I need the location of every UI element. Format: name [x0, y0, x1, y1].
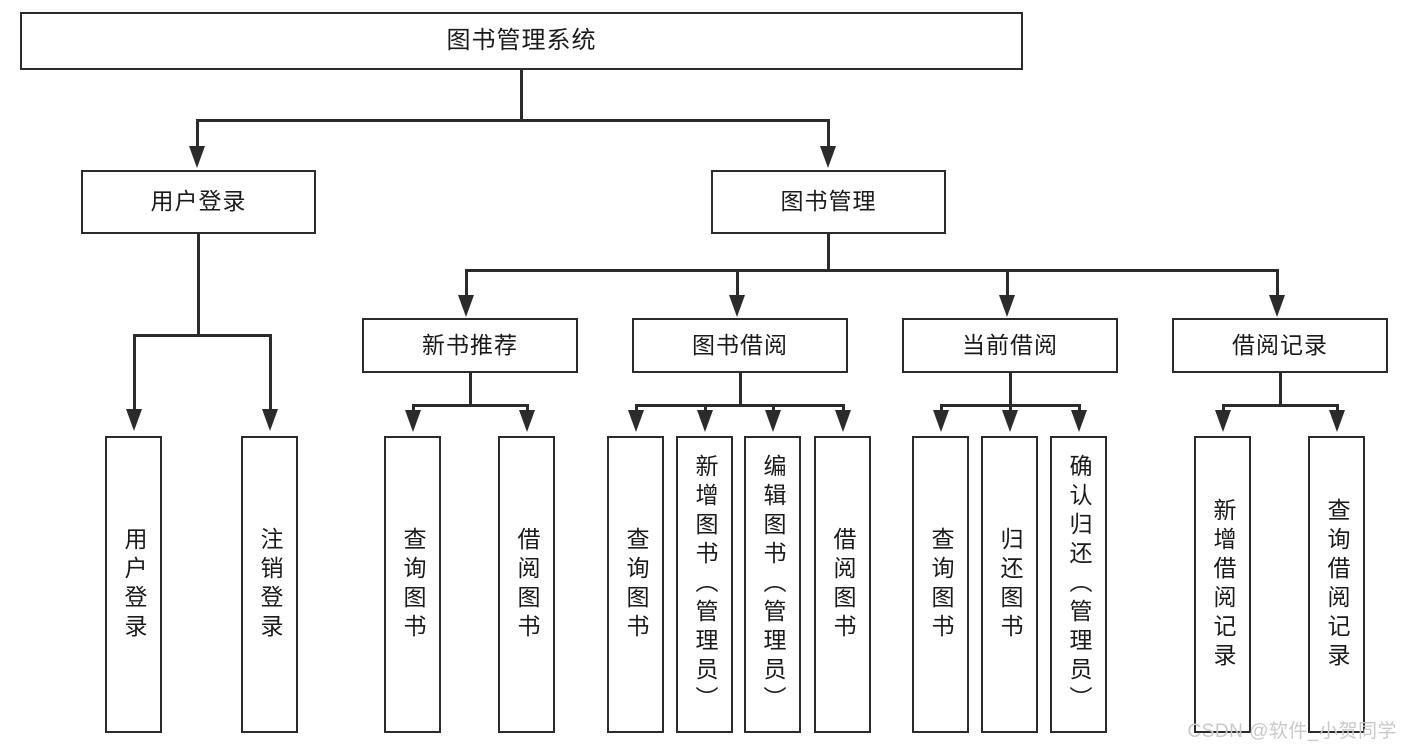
connector-new-book-bus [412, 404, 528, 407]
connector-current-borrow-stem [1009, 373, 1012, 406]
leaf-label: 确认归还（管理员） [1066, 454, 1092, 715]
connector-user-login-bus [133, 334, 271, 337]
arrow-bm-to-new-book [458, 295, 474, 317]
arrow-br-to-leaf-2 [1329, 410, 1345, 432]
arrow-user-login-to-leaf-2 [262, 409, 278, 431]
arrow-bm-to-book-borrow [729, 295, 745, 317]
arrow-bb-to-leaf-2 [697, 410, 713, 432]
connector-bm-to-current-borrow [1006, 269, 1009, 300]
connector-user-login-to-leaf-2 [269, 334, 272, 414]
connector-br-to-leaf-1 [1222, 404, 1225, 415]
connector-br-to-leaf-2 [1336, 404, 1339, 415]
leaf-add-book-admin[interactable]: 新增图书（管理员） [676, 436, 733, 733]
connector-root-to-book-management [827, 119, 830, 152]
leaf-query-book-current[interactable]: 查询图书 [912, 436, 969, 733]
arrow-bb-to-leaf-1 [628, 410, 644, 432]
arrow-cb-to-leaf-1 [933, 410, 949, 432]
leaf-label: 用户登录 [121, 526, 147, 643]
leaf-label: 查询借阅记录 [1324, 497, 1350, 672]
connector-newbook-to-leaf-2 [526, 404, 529, 415]
connector-bm-to-borrow-record [1276, 269, 1279, 300]
leaf-label: 注销登录 [257, 526, 283, 643]
arrow-newbook-to-leaf-1 [405, 410, 421, 432]
connector-bb-to-leaf-2 [704, 404, 707, 415]
connector-book-borrow-stem [739, 373, 742, 406]
arrow-cb-to-leaf-2 [1002, 410, 1018, 432]
leaf-label: 查询图书 [928, 526, 954, 643]
connector-borrow-record-stem [1279, 373, 1282, 406]
leaf-query-book-recommend[interactable]: 查询图书 [384, 436, 441, 733]
connector-user-login-to-leaf-1 [133, 334, 136, 414]
leaf-label: 新增借阅记录 [1210, 497, 1236, 672]
arrow-br-to-leaf-1 [1215, 410, 1231, 432]
connector-bm-to-new-book [465, 269, 468, 300]
arrow-user-login-to-leaf-1 [126, 409, 142, 431]
leaf-edit-book-admin[interactable]: 编辑图书（管理员） [744, 436, 801, 733]
leaf-label: 借阅图书 [830, 526, 856, 643]
leaf-label: 查询图书 [400, 526, 426, 643]
node-user-login[interactable]: 用户登录 [81, 170, 316, 234]
leaf-logout[interactable]: 注销登录 [241, 436, 298, 733]
node-borrow-record[interactable]: 借阅记录 [1172, 318, 1388, 373]
node-book-borrow[interactable]: 图书借阅 [632, 318, 848, 373]
connector-borrow-record-bus [1222, 404, 1338, 407]
arrow-bm-to-current-borrow [999, 295, 1015, 317]
connector-cb-to-leaf-1 [940, 404, 943, 415]
leaf-add-borrow-record[interactable]: 新增借阅记录 [1194, 436, 1251, 733]
leaf-query-book-borrow[interactable]: 查询图书 [607, 436, 664, 733]
node-book-management[interactable]: 图书管理 [711, 170, 946, 234]
leaf-return-book[interactable]: 归还图书 [981, 436, 1038, 733]
leaf-label: 查询图书 [623, 526, 649, 643]
connector-root-to-user-login [196, 119, 199, 152]
leaf-confirm-return-admin[interactable]: 确认归还（管理员） [1050, 436, 1107, 733]
connector-root-stem [520, 70, 523, 121]
leaf-user-login[interactable]: 用户登录 [105, 436, 162, 733]
arrow-cb-to-leaf-3 [1071, 410, 1087, 432]
node-current-borrow[interactable]: 当前借阅 [902, 318, 1118, 373]
leaf-label: 借阅图书 [514, 526, 540, 643]
connector-book-borrow-bus [635, 404, 844, 407]
arrow-newbook-to-leaf-2 [519, 410, 535, 432]
leaf-borrow-book-recommend[interactable]: 借阅图书 [498, 436, 555, 733]
arrow-bb-to-leaf-3 [765, 410, 781, 432]
leaf-query-borrow-record[interactable]: 查询借阅记录 [1308, 436, 1365, 733]
arrow-bm-to-borrow-record [1269, 295, 1285, 317]
connector-newbook-to-leaf-1 [412, 404, 415, 415]
connector-cb-to-leaf-3 [1078, 404, 1081, 415]
connector-cb-to-leaf-2 [1009, 404, 1012, 415]
arrow-root-to-user-login [189, 146, 205, 168]
connector-new-book-stem [469, 373, 472, 406]
leaf-label: 新增图书（管理员） [692, 454, 718, 715]
connector-root-bus [196, 119, 828, 122]
leaf-borrow-book[interactable]: 借阅图书 [814, 436, 871, 733]
connector-book-management-stem [827, 234, 830, 271]
connector-bm-to-book-borrow [736, 269, 739, 300]
connector-bb-to-leaf-1 [635, 404, 638, 415]
node-new-book-recommend[interactable]: 新书推荐 [362, 318, 578, 373]
node-root-book-management-system[interactable]: 图书管理系统 [20, 12, 1023, 70]
connector-bb-to-leaf-4 [842, 404, 845, 415]
leaf-label: 编辑图书（管理员） [760, 454, 786, 715]
connector-user-login-stem [197, 234, 200, 335]
arrow-bb-to-leaf-4 [835, 410, 851, 432]
connector-bb-to-leaf-3 [772, 404, 775, 415]
leaf-label: 归还图书 [997, 526, 1023, 643]
connector-book-management-bus [465, 269, 1279, 272]
arrow-root-to-book-management [820, 146, 836, 168]
